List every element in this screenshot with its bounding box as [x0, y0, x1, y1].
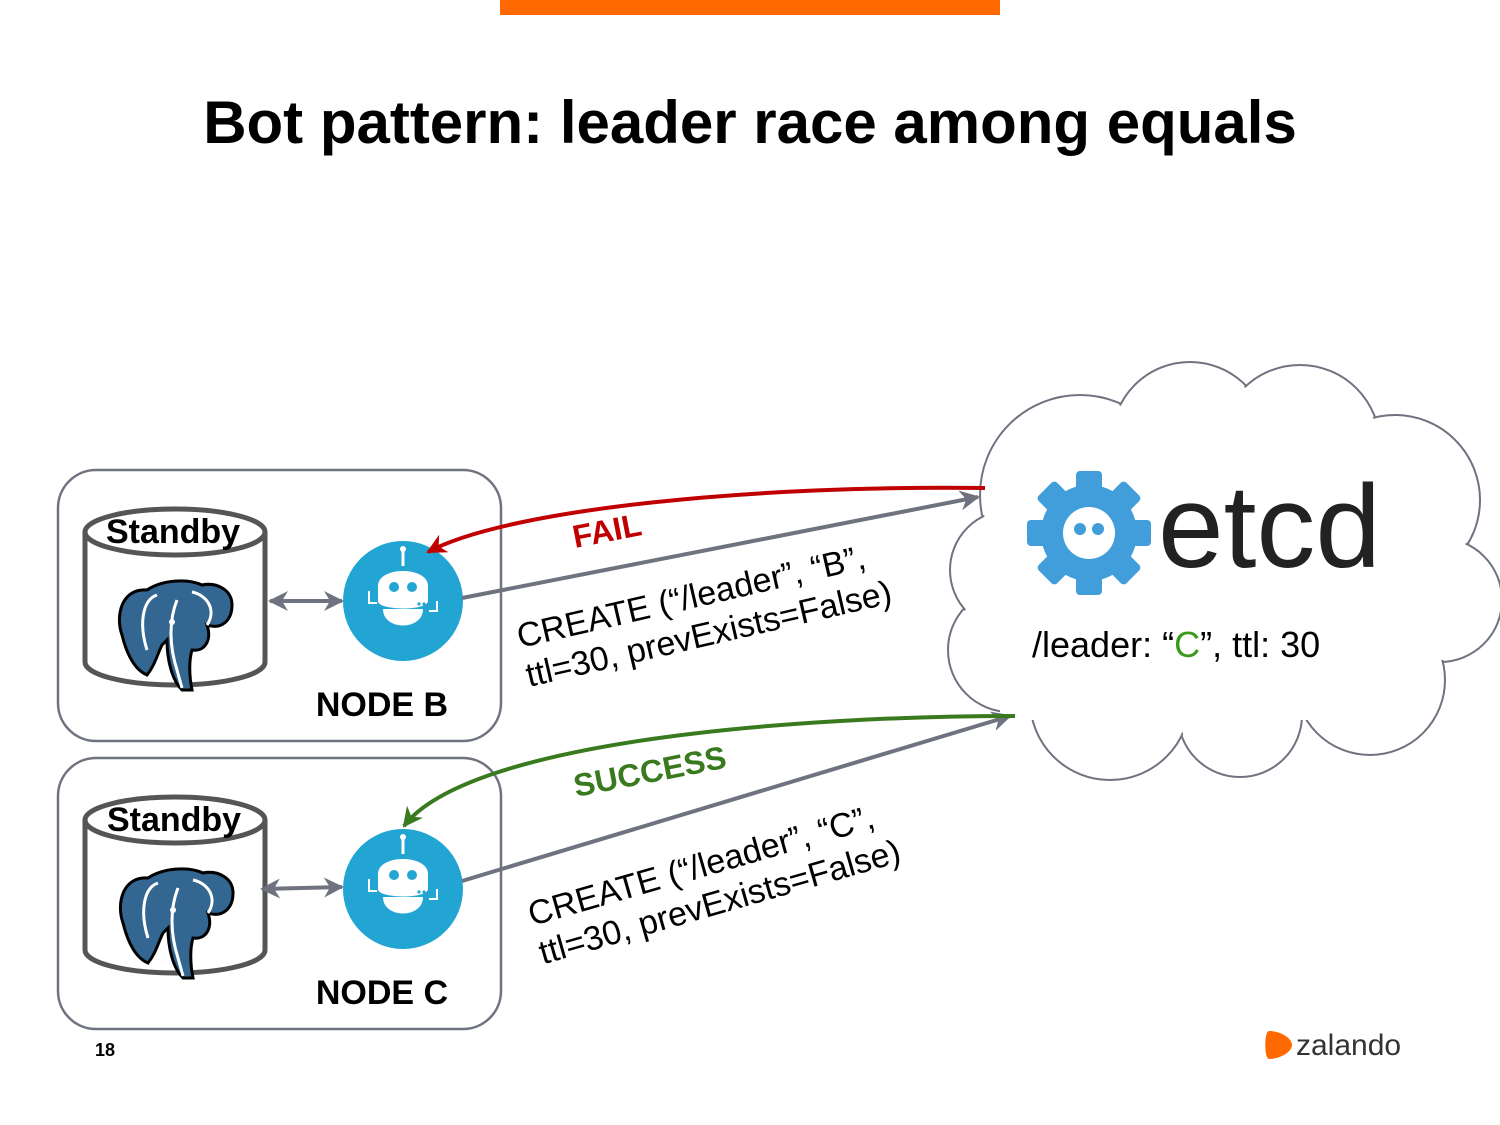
bot-icon	[341, 827, 465, 951]
node-c-box	[56, 756, 503, 1031]
fail-label: FAIL	[569, 506, 644, 555]
zalando-logo-text: zalando	[1296, 1029, 1401, 1062]
zalando-logo-icon	[1265, 1031, 1292, 1059]
accent-bar	[500, 0, 1000, 15]
node-b-request-text: CREATE (“/leader”, “B”, ttl=30, prevExis…	[513, 539, 895, 695]
node-c-label: NODE C	[316, 974, 448, 1012]
page-number: 18	[95, 1040, 116, 1060]
etcd-logo-icon	[1027, 471, 1151, 595]
node-b-db-label: Standby	[106, 513, 240, 551]
node-c-request-arrow	[461, 711, 1012, 883]
success-response-arrow	[402, 714, 1016, 828]
node-b-box	[56, 468, 503, 743]
node-b-request-arrow	[461, 490, 980, 600]
etcd-cloud	[947, 361, 1500, 781]
page-title: Bot pattern: leader race among equals	[203, 89, 1297, 156]
bot-icon	[341, 539, 465, 663]
etcd-logo-text: etcd	[1158, 461, 1381, 593]
etcd-leader-key: /leader: “C”, ttl: 30	[1032, 624, 1320, 665]
fail-response-arrow	[426, 485, 986, 554]
node-c-db-label: Standby	[107, 801, 241, 839]
node-c-db-bot-link	[260, 877, 344, 899]
node-b-label: NODE B	[316, 686, 448, 724]
node-c-request-text: CREATE (“/leader”, “C”, ttl=30, prevExis…	[524, 798, 905, 972]
